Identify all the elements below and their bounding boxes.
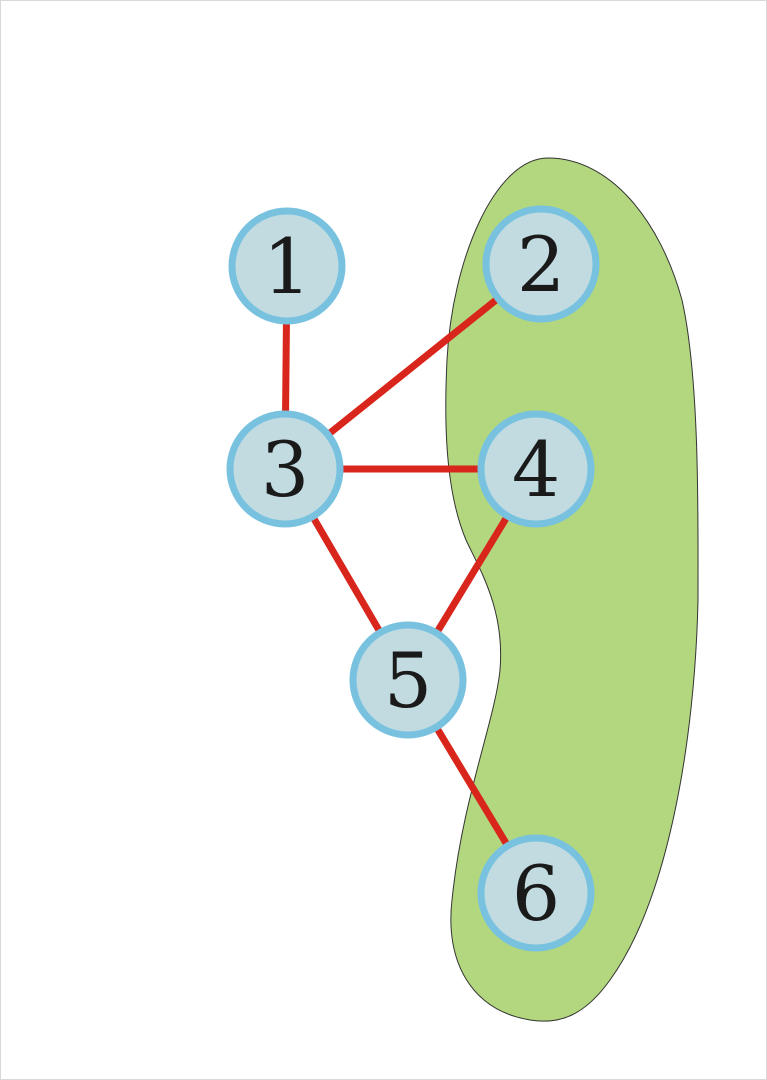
node-circle-5: [349, 621, 467, 739]
node-label-4: 4: [512, 425, 560, 514]
node-circle-6: [477, 834, 595, 952]
node-label-5: 5: [384, 636, 432, 725]
node-circle-1: [228, 207, 346, 325]
node-6: 6: [477, 834, 595, 952]
node-label-3: 3: [261, 425, 309, 514]
node-circle-2: [482, 205, 600, 323]
node-circle-4: [477, 410, 595, 528]
node-5: 5: [349, 621, 467, 739]
node-1: 1: [228, 207, 346, 325]
node-3: 3: [226, 410, 344, 528]
node-4: 4: [477, 410, 595, 528]
node-circle-3: [226, 410, 344, 528]
node-2: 2: [482, 205, 600, 323]
node-label-2: 2: [517, 220, 565, 309]
nodes-group: 1 2 3 4 5 6: [226, 205, 600, 952]
node-label-1: 1: [263, 222, 311, 311]
node-label-6: 6: [512, 849, 560, 938]
highlight-region: [445, 157, 699, 1022]
